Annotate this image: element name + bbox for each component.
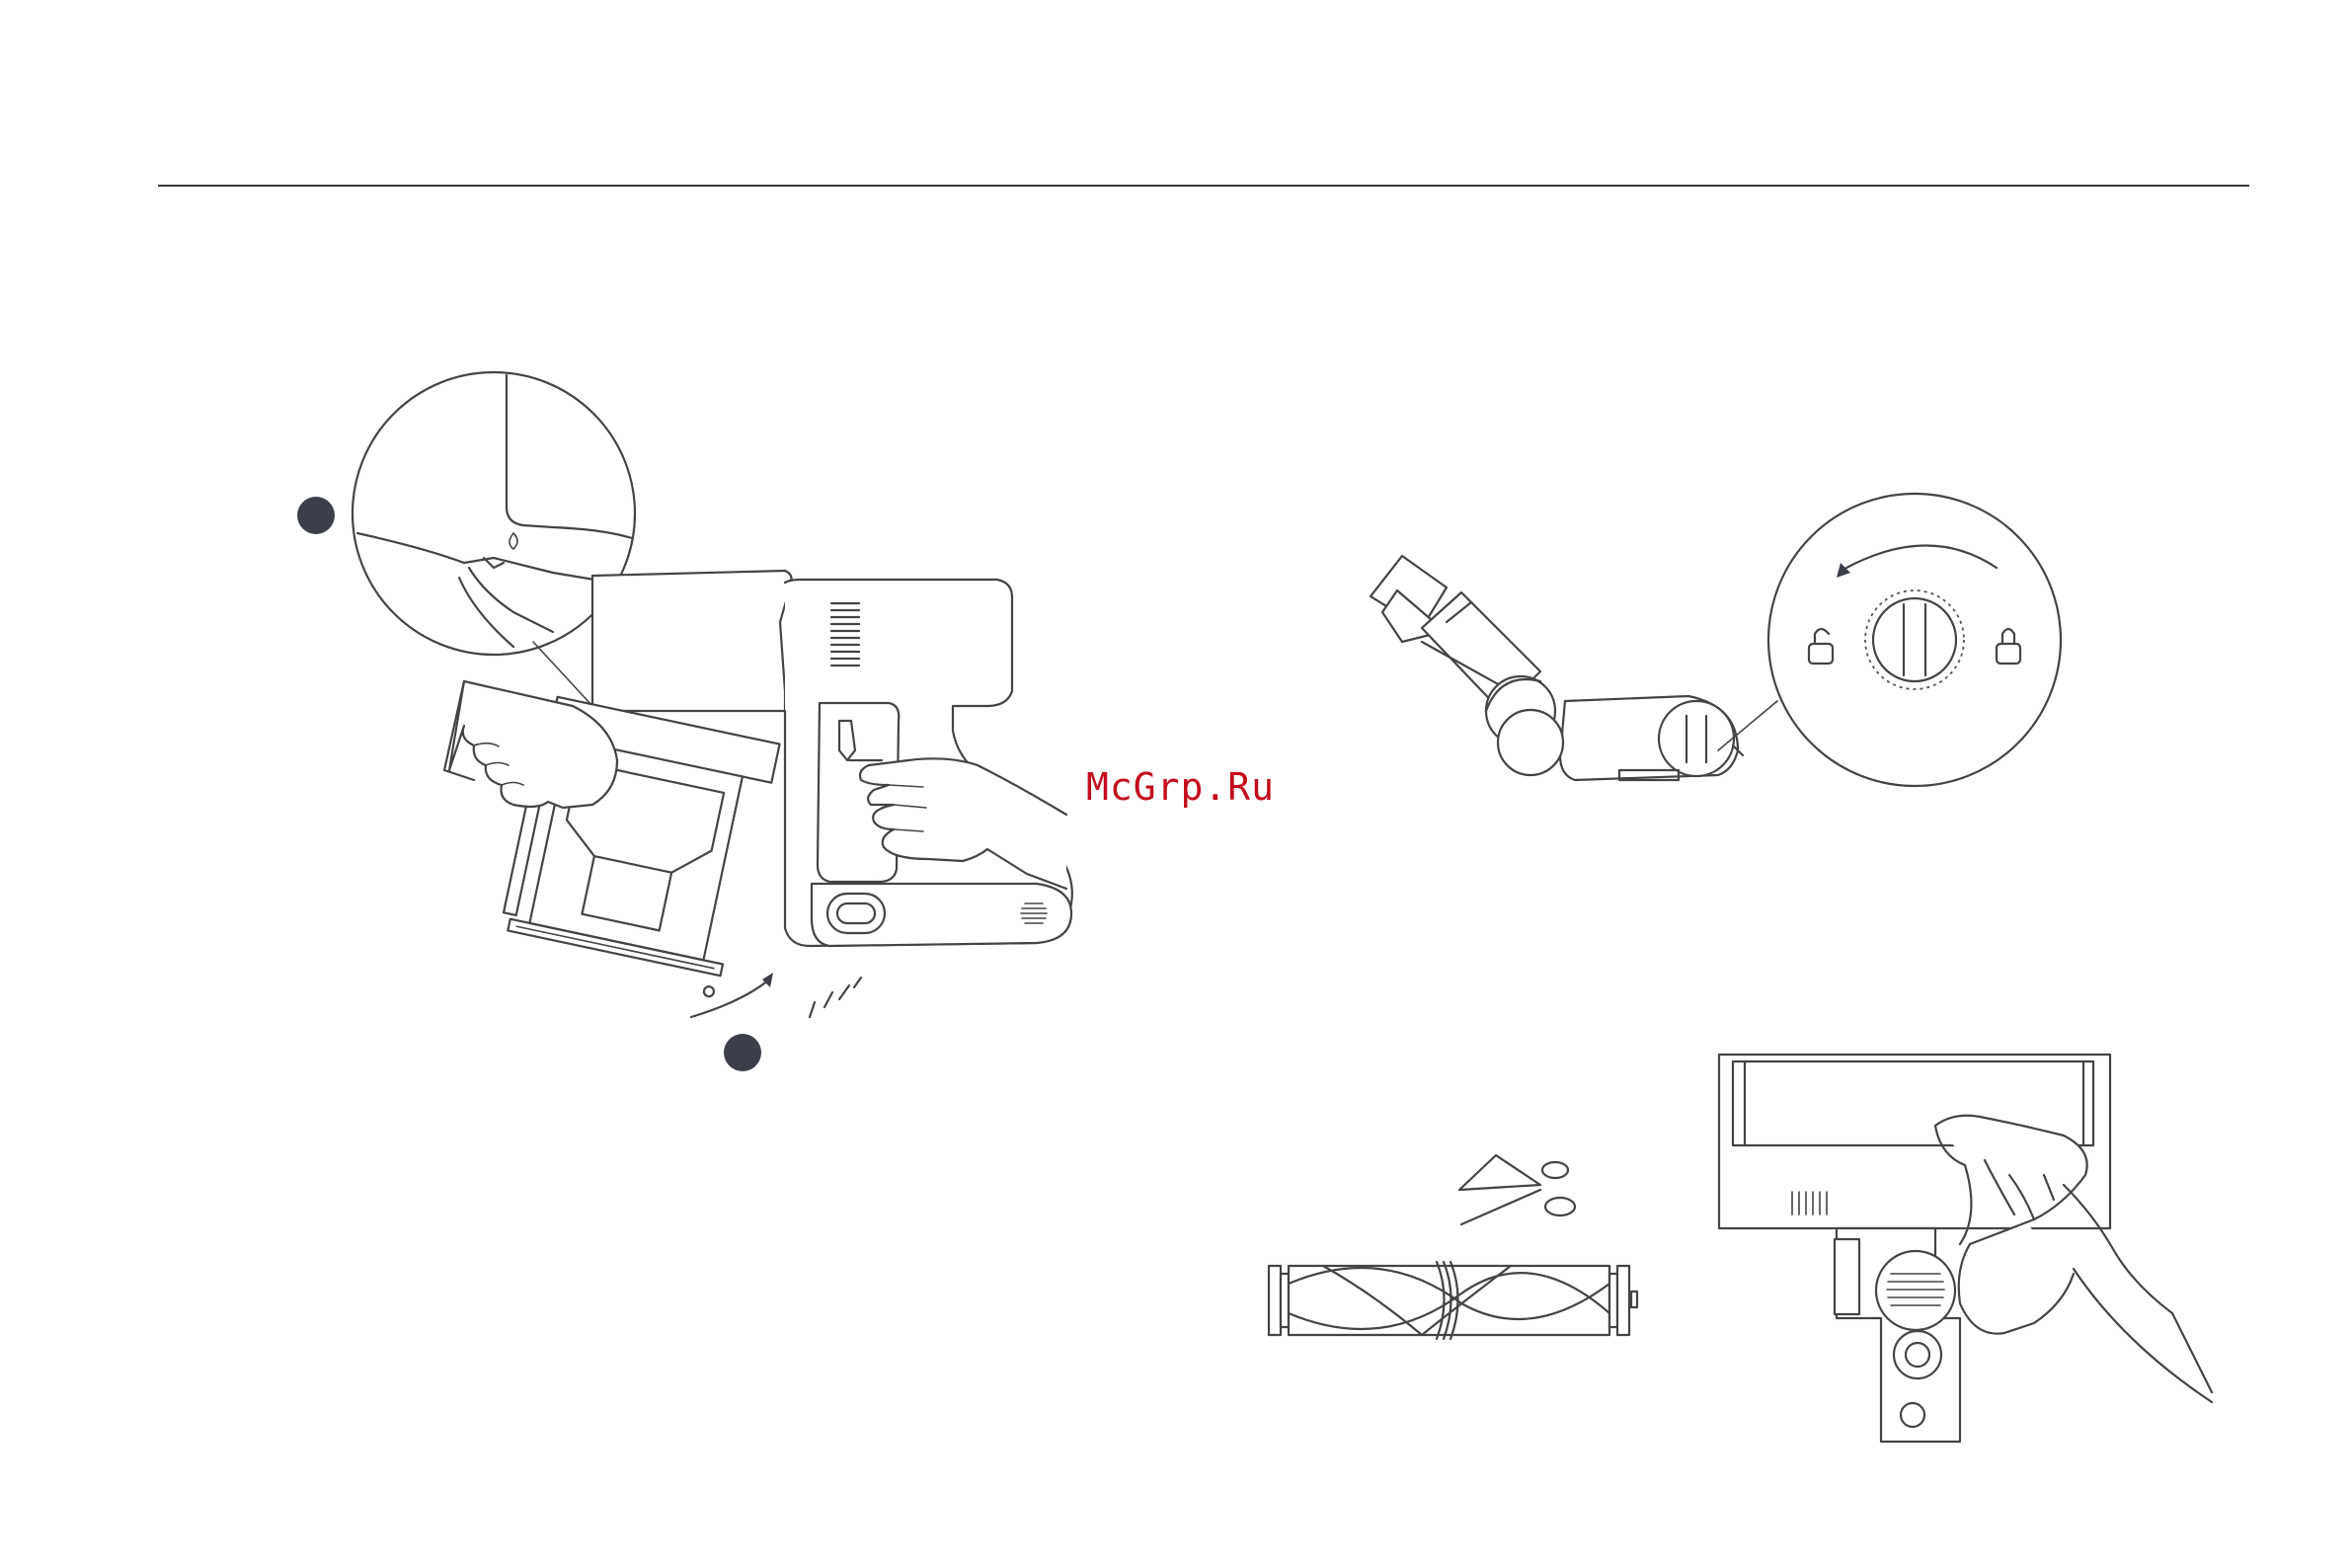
- lock-detail-circle: [1768, 494, 2061, 786]
- cloth-wipe: [1935, 1116, 2212, 1402]
- dustbin-removal-figure: [297, 372, 1072, 1071]
- rotate-arrow: [691, 980, 768, 1017]
- roller-brush-figure: [1269, 1055, 2212, 1442]
- floor-head-lock-figure: [1371, 494, 2061, 786]
- step-marker-2: [724, 1034, 761, 1071]
- vibration-marks: [810, 978, 861, 1017]
- scissors-icon: [1459, 1155, 1575, 1224]
- left-hand: [444, 681, 617, 808]
- watermark: McGrp.Ru: [1086, 765, 1275, 809]
- step-marker-1: [297, 497, 335, 534]
- roller-brush: [1269, 1262, 1637, 1339]
- floor-head-underside: [1719, 1055, 2110, 1442]
